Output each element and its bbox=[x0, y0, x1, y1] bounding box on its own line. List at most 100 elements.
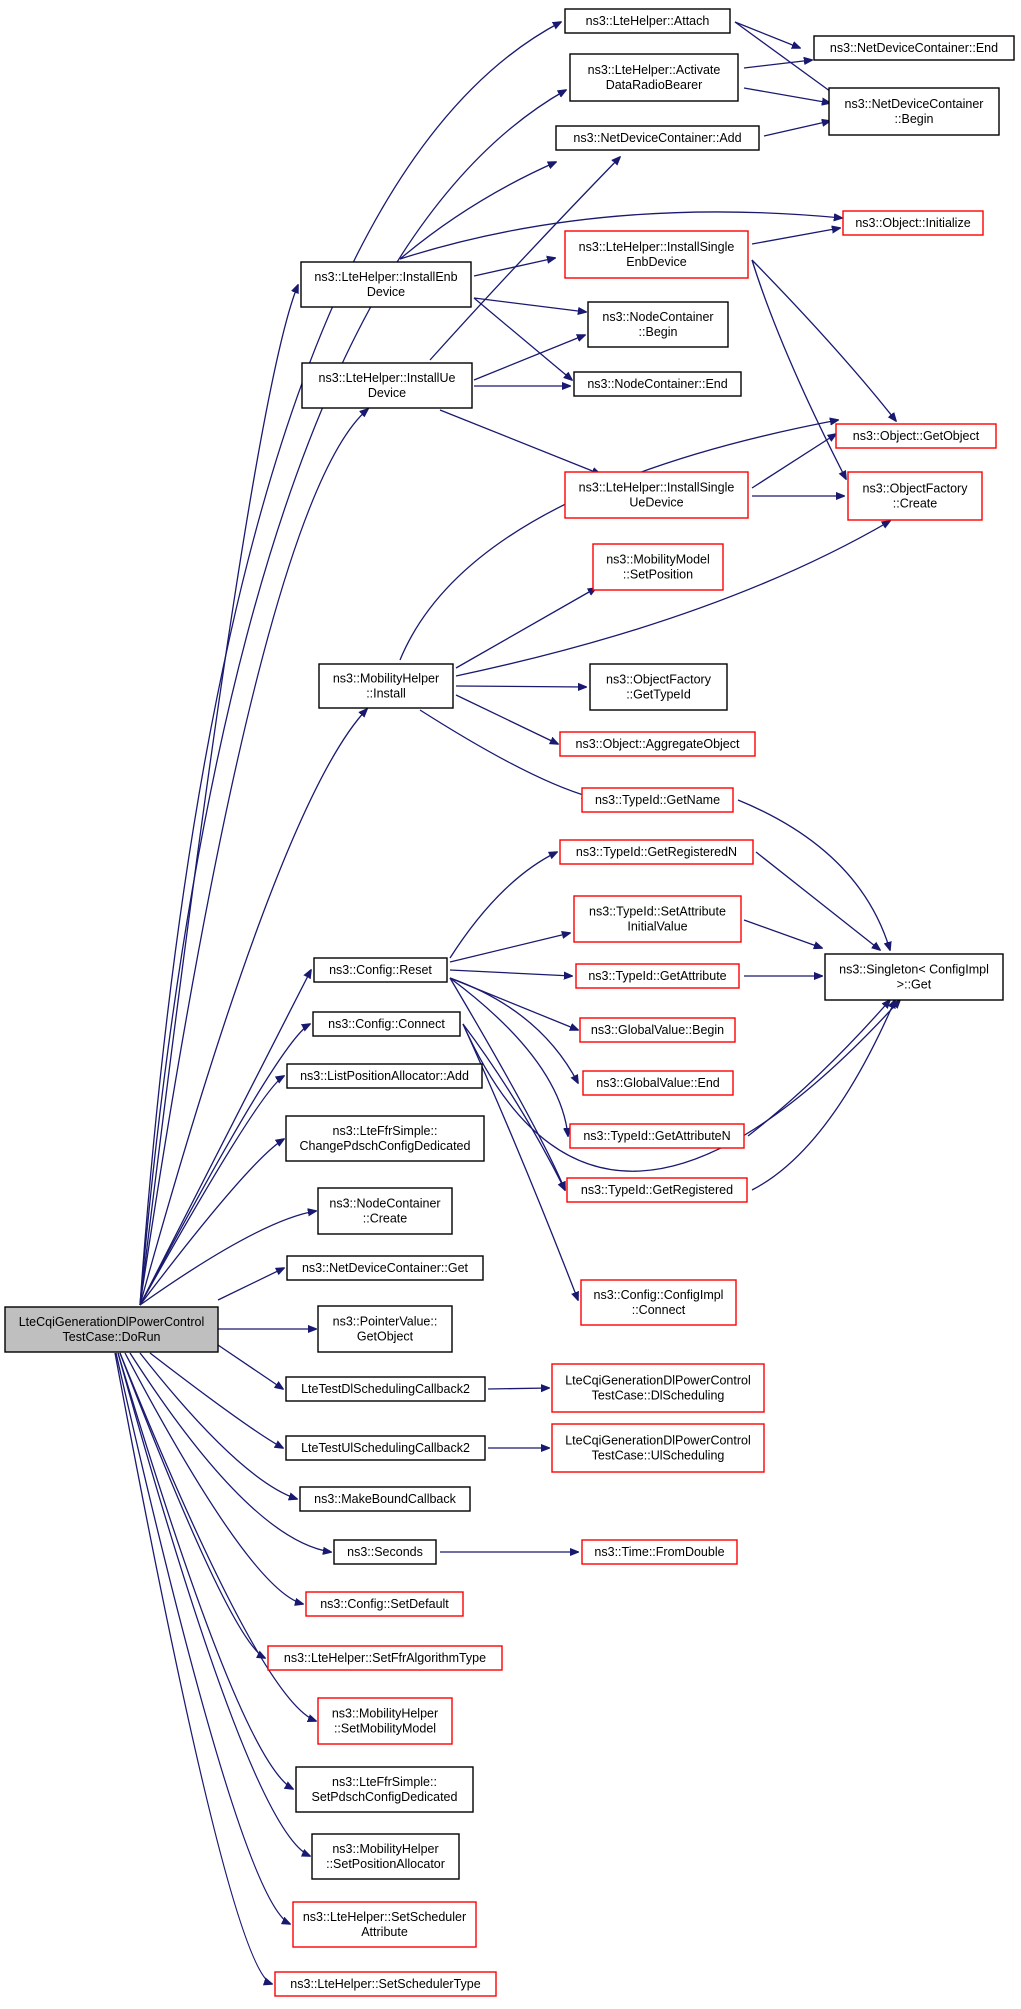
node-ofCreate[interactable]: ns3::ObjectFactory::Create bbox=[847, 471, 983, 521]
node-box bbox=[267, 1645, 503, 1671]
node-label: EnbDevice bbox=[626, 255, 686, 269]
node-mhInstall[interactable]: ns3::MobilityHelper::Install bbox=[318, 663, 454, 709]
node-ndcAdd[interactable]: ns3::NetDeviceContainer::Add bbox=[555, 125, 760, 151]
node-label: ns3::Config::Reset bbox=[329, 963, 432, 977]
node-tidGetReg[interactable]: ns3::TypeId::GetRegistered bbox=[566, 1177, 748, 1203]
node-box bbox=[312, 1011, 461, 1037]
node-label: ::Begin bbox=[895, 112, 934, 126]
call-edge-doRun bbox=[114, 1352, 272, 1984]
call-edge-installEnb bbox=[399, 211, 842, 260]
node-getObject[interactable]: ns3::Object::GetObject bbox=[835, 423, 997, 449]
call-edge-cfgReset bbox=[449, 969, 572, 976]
node-setFfr[interactable]: ns3::LteHelper::SetFfrAlgorithmType bbox=[267, 1645, 503, 1671]
node-box bbox=[564, 471, 749, 519]
node-box bbox=[581, 787, 734, 813]
node-seconds[interactable]: ns3::Seconds bbox=[333, 1539, 437, 1565]
node-box bbox=[566, 1177, 748, 1203]
node-setMob[interactable]: ns3::MobilityHelper::SetMobilityModel bbox=[317, 1697, 453, 1745]
node-label: ns3::Time::FromDouble bbox=[594, 1545, 724, 1559]
node-ofGetTypeId[interactable]: ns3::ObjectFactory::GetTypeId bbox=[589, 663, 728, 711]
node-label: ::Create bbox=[893, 497, 938, 511]
node-box bbox=[292, 1901, 477, 1948]
call-edge-tidGetName bbox=[737, 799, 890, 950]
node-setPdsch[interactable]: ns3::LteFfrSimple::SetPdschConfigDedicat… bbox=[295, 1766, 474, 1813]
node-gvBegin[interactable]: ns3::GlobalValue::Begin bbox=[579, 1017, 736, 1043]
node-setSchedType[interactable]: ns3::LteHelper::SetSchedulerType bbox=[274, 1971, 497, 1997]
node-tidGetRegN[interactable]: ns3::TypeId::GetRegisteredN bbox=[559, 839, 754, 865]
node-ndcGet[interactable]: ns3::NetDeviceContainer::Get bbox=[286, 1255, 484, 1281]
node-setDefault[interactable]: ns3::Config::SetDefault bbox=[305, 1591, 464, 1617]
call-edge-doRun bbox=[117, 1352, 293, 1789]
node-setPosAlloc[interactable]: ns3::MobilityHelper::SetPositionAllocato… bbox=[311, 1833, 460, 1880]
node-changePdsch[interactable]: ns3::LteFfrSimple::ChangePdschConfigDedi… bbox=[285, 1115, 485, 1162]
node-box bbox=[559, 839, 754, 865]
node-box bbox=[589, 663, 728, 711]
node-dlCb2[interactable]: LteTestDlSchedulingCallback2 bbox=[285, 1376, 486, 1402]
node-label: ns3::MakeBoundCallback bbox=[314, 1492, 456, 1506]
node-aggObj[interactable]: ns3::Object::AggregateObject bbox=[559, 731, 756, 757]
node-ndcBegin[interactable]: ns3::NetDeviceContainer::Begin bbox=[828, 87, 1000, 136]
node-ulCb2[interactable]: LteTestUlSchedulingCallback2 bbox=[285, 1435, 486, 1461]
node-dlSched[interactable]: LteCqiGenerationDlPowerControlTestCase::… bbox=[551, 1363, 765, 1413]
node-mmSetPos[interactable]: ns3::MobilityModel::SetPosition bbox=[592, 543, 724, 591]
node-label: ns3::LteHelper::SetFfrAlgorithmType bbox=[284, 1651, 486, 1665]
node-label: ns3::LteFfrSimple:: bbox=[333, 1124, 438, 1138]
call-edge-tidSetAttr bbox=[743, 919, 822, 948]
node-label: ::GetTypeId bbox=[626, 688, 691, 702]
node-box bbox=[813, 35, 1015, 61]
node-fromDouble[interactable]: ns3::Time::FromDouble bbox=[581, 1539, 738, 1565]
node-ulSched[interactable]: LteCqiGenerationDlPowerControlTestCase::… bbox=[551, 1423, 765, 1473]
node-tidGetAttr[interactable]: ns3::TypeId::GetAttribute bbox=[575, 963, 740, 989]
node-label: ns3::Object::Initialize bbox=[855, 216, 970, 230]
node-label: ns3::LteHelper::SetSchedulerType bbox=[290, 1977, 480, 1991]
node-label: ns3::NetDeviceContainer bbox=[845, 97, 984, 111]
call-edge-doRun bbox=[217, 1268, 284, 1301]
node-doRun[interactable]: LteCqiGenerationDlPowerControlTestCase::… bbox=[4, 1306, 219, 1353]
node-pvGetObject[interactable]: ns3::PointerValue::GetObject bbox=[317, 1305, 453, 1353]
node-attach[interactable]: ns3::LteHelper::Attach bbox=[564, 8, 731, 34]
call-edge-doRun bbox=[124, 1352, 303, 1604]
call-edge-doRun bbox=[139, 1024, 310, 1306]
node-ncEnd[interactable]: ns3::NodeContainer::End bbox=[573, 371, 742, 397]
node-cfgConnect[interactable]: ns3::Config::Connect bbox=[312, 1011, 461, 1037]
node-singleton[interactable]: ns3::Singleton< ConfigImpl >::Get bbox=[824, 953, 1004, 1001]
node-ncCreate[interactable]: ns3::NodeContainer::Create bbox=[317, 1187, 453, 1235]
node-box bbox=[4, 1306, 219, 1353]
node-ncBegin[interactable]: ns3::NodeContainer::Begin bbox=[587, 301, 729, 348]
node-cfgReset[interactable]: ns3::Config::Reset bbox=[313, 957, 448, 983]
node-cfgImplConnect[interactable]: ns3::Config::ConfigImpl::Connect bbox=[580, 1279, 737, 1326]
call-edge-doRun bbox=[119, 1352, 316, 1721]
node-gvEnd[interactable]: ns3::GlobalValue::End bbox=[582, 1070, 734, 1096]
call-edge-installSingleEnb bbox=[751, 259, 896, 421]
call-edge-cfgReset bbox=[449, 977, 568, 1136]
node-label: DataRadioBearer bbox=[606, 78, 703, 92]
node-label: ns3::Singleton< ConfigImpl bbox=[839, 963, 989, 977]
node-box bbox=[581, 1539, 738, 1565]
node-label: ns3::NetDeviceContainer::Get bbox=[302, 1261, 469, 1275]
node-tidGetName[interactable]: ns3::TypeId::GetName bbox=[581, 787, 734, 813]
call-edge-installEnb bbox=[473, 297, 586, 312]
node-makeBound[interactable]: ns3::MakeBoundCallback bbox=[299, 1486, 471, 1512]
call-edge-doRun bbox=[115, 1352, 290, 1924]
node-ndcEnd[interactable]: ns3::NetDeviceContainer::End bbox=[813, 35, 1015, 61]
node-lpaAdd[interactable]: ns3::ListPositionAllocator::Add bbox=[286, 1063, 483, 1089]
node-tidGetAttrN[interactable]: ns3::TypeId::GetAttributeN bbox=[569, 1123, 745, 1149]
node-box bbox=[285, 1376, 486, 1402]
call-edge-dlCb2 bbox=[487, 1388, 549, 1389]
node-objInit[interactable]: ns3::Object::Initialize bbox=[842, 210, 984, 236]
call-edge-doRun bbox=[139, 970, 311, 1306]
node-label: ::SetMobilityModel bbox=[334, 1722, 436, 1736]
node-label: ns3::NetDeviceContainer::Add bbox=[573, 131, 741, 145]
call-edge-doRun bbox=[129, 1352, 331, 1552]
node-box bbox=[311, 1833, 460, 1880]
node-box bbox=[551, 1363, 765, 1413]
call-edge-installUe bbox=[473, 335, 585, 381]
node-box bbox=[318, 663, 454, 709]
